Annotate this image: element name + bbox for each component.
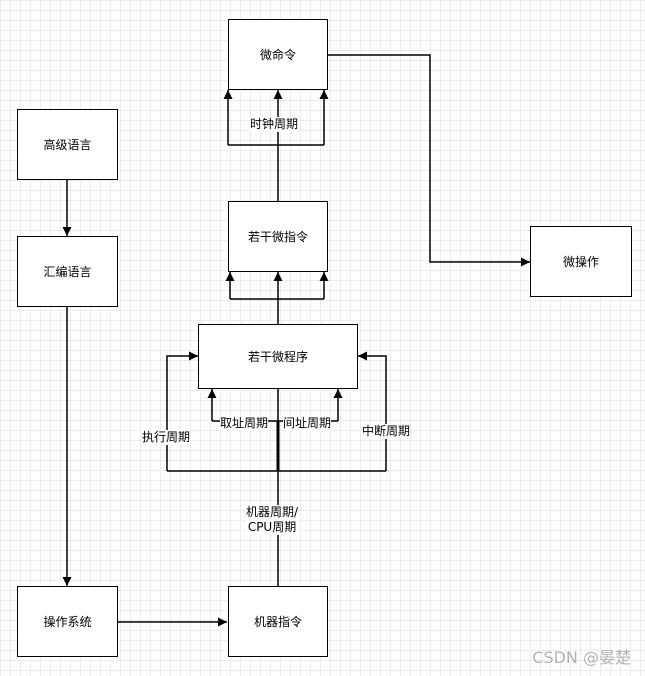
label-machine-cycle: 机器周期/ CPU周期 [246,505,299,535]
node-machine-instruction-label: 机器指令 [253,615,302,629]
node-micro-operation: 微操作 [530,226,632,297]
arrow-interrupt-cycle [358,351,387,471]
node-high-level-language: 高级语言 [17,109,118,180]
label-indirect-cycle: 间址周期 [283,416,332,431]
label-clock-cycle: 时钟周期 [250,117,299,132]
node-several-micro-instructions-label: 若干微指令 [247,230,308,244]
watermark: CSDN @晏楚 [532,648,631,667]
node-assembly-language: 汇编语言 [17,236,118,307]
node-operating-system: 操作系统 [17,586,118,657]
label-fetch-cycle: 取址周期 [220,416,269,431]
node-operating-system-label: 操作系统 [43,615,92,629]
node-several-micro-programs-label: 若干微程序 [247,350,308,364]
node-high-level-language-label: 高级语言 [43,138,92,152]
label-machine-cycle-line1: 机器周期/ [246,505,299,519]
label-execute-cycle: 执行周期 [142,430,191,445]
node-micro-command-label: 微命令 [259,48,296,62]
arrow-command-to-operation [328,54,530,267]
node-several-micro-programs: 若干微程序 [198,324,358,389]
node-several-micro-instructions: 若干微指令 [228,201,328,272]
node-micro-command: 微命令 [228,19,328,90]
arrow-execute-cycle [166,351,198,471]
label-interrupt-cycle: 中断周期 [362,424,411,439]
node-assembly-language-label: 汇编语言 [43,265,92,279]
node-machine-instruction: 机器指令 [228,586,328,657]
node-micro-operation-label: 微操作 [562,255,599,269]
label-machine-cycle-line2: CPU周期 [247,520,297,534]
